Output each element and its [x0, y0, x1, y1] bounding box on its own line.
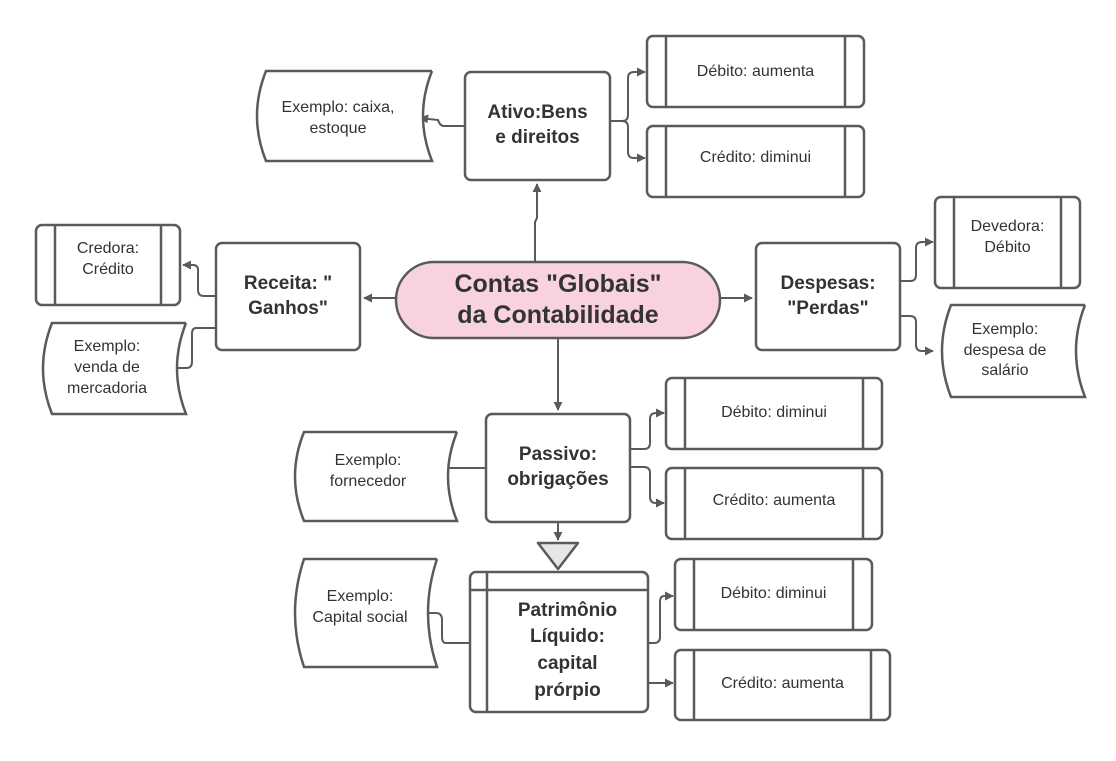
- passivo-node-shape[interactable]: [484, 412, 632, 524]
- despesas-example-label: Exemplo: despesa de salário: [963, 320, 1047, 380]
- connector-passivo-debit: [630, 408, 665, 450]
- stored-data-shapes: [41, 69, 1087, 669]
- connector-despesas-example: [900, 315, 934, 356]
- patrimonio-credit-box[interactable]: [673, 648, 892, 722]
- ativo-node-label: Ativo:Bens e direitos: [487, 102, 588, 148]
- connector-ativo-debit: [610, 67, 646, 122]
- passivo-debit-label: Débito: diminui: [721, 403, 827, 421]
- passivo-credit-label: Crédito: aumenta: [712, 491, 836, 509]
- connector-receita-nature: [182, 260, 216, 297]
- ativo-credit-box[interactable]: [645, 124, 866, 199]
- center-node-label: Contas "Globais" da Contabilidade: [454, 269, 662, 329]
- despesas-example-shape[interactable]: [940, 303, 1087, 399]
- patrimonio-node-label: Patrimônio Líquido: capital prórpio: [517, 599, 618, 701]
- connector-patrimonio-debit: [648, 591, 674, 644]
- receita-example-label: Exemplo: venda de mercadoria: [66, 338, 148, 397]
- despesas-nature-label: Devedora: Débito: [970, 218, 1045, 256]
- center-node-shape[interactable]: [394, 260, 722, 340]
- merge-triangle-icon: [536, 541, 580, 571]
- connector-passivo-credit: [630, 466, 665, 508]
- connector-ativo-credit: [610, 120, 646, 163]
- receita-nature-label: Credora: Crédito: [76, 240, 140, 278]
- patrimonio-example-shape[interactable]: [293, 557, 439, 669]
- passivo-node-label: Passivo: obrigações: [507, 444, 609, 490]
- ativo-debit-box[interactable]: [645, 34, 866, 109]
- connector-patrimonio-example: [420, 608, 470, 644]
- ativo-node-shape[interactable]: [463, 70, 612, 182]
- receita-example-shape[interactable]: [41, 321, 188, 416]
- connector-center-ativo: [532, 183, 542, 262]
- patrimonio-credit-label: Crédito: aumenta: [721, 674, 844, 692]
- ativo-credit-label: Crédito: diminui: [699, 148, 812, 166]
- passivo-example-shape[interactable]: [293, 430, 459, 523]
- ativo-example-shape[interactable]: [255, 69, 434, 163]
- receita-nature-box[interactable]: [34, 223, 182, 307]
- receita-node-shape[interactable]: [214, 241, 362, 352]
- patrimonio-node-shape[interactable]: [468, 570, 650, 714]
- passivo-debit-box[interactable]: [664, 376, 884, 451]
- ativo-debit-label: Débito: aumenta: [696, 62, 815, 80]
- despesas-node-label: Despesas: "Perdas": [780, 272, 876, 319]
- ativo-example-label: Exemplo: caixa, estoque: [281, 99, 395, 137]
- connector-despesas-nature: [900, 237, 934, 282]
- passivo-credit-box[interactable]: [664, 466, 884, 541]
- patrimonio-example-label: Exemplo: Capital social: [312, 588, 408, 626]
- receita-node-label: Receita: " Ganhos": [243, 272, 333, 319]
- connector-receita-example: [167, 327, 216, 373]
- patrimonio-debit-box[interactable]: [673, 557, 874, 632]
- despesas-node-shape[interactable]: [754, 241, 902, 352]
- despesas-nature-box[interactable]: [933, 195, 1082, 290]
- patrimonio-debit-label: Débito: diminui: [720, 584, 827, 602]
- passivo-example-label: Exemplo: fornecedor: [329, 452, 407, 490]
- process-boxes: [34, 34, 1082, 722]
- connector-ativo-example: [419, 114, 465, 127]
